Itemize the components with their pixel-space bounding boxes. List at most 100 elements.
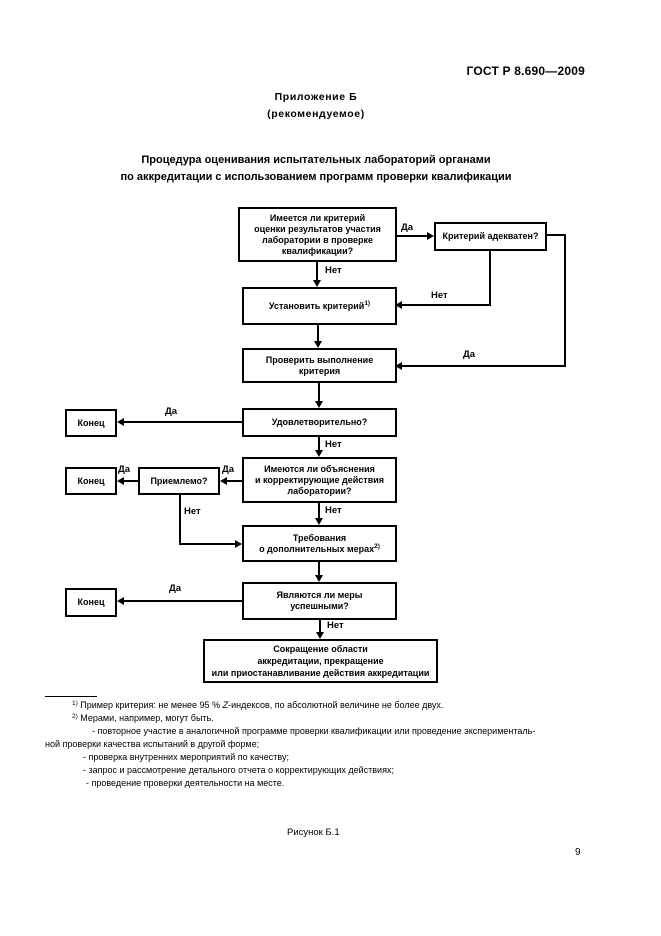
arrowhead (314, 341, 322, 348)
flow-box-measures-successful: Являются ли меры успешными? (242, 582, 397, 620)
connector-down-1 (316, 262, 318, 281)
flow-box-check-fulfillment: Проверить выполнение критерия (242, 348, 397, 383)
footnote-2-item: ной проверки качества испытаний в другой… (45, 739, 260, 749)
connector-adequate-no-vert (489, 250, 491, 306)
box-text: о дополнительных мерах (259, 543, 375, 554)
footnote-2-item: - повторное участие в аналогичной програ… (92, 726, 536, 736)
arrowhead (313, 280, 321, 287)
connector-down-6 (318, 562, 320, 576)
connector-explanations-yes (227, 480, 242, 482)
arrowhead (117, 477, 124, 485)
flow-box-end-1: Конец (65, 409, 117, 437)
arrowhead (315, 450, 323, 457)
arrowhead (117, 418, 124, 426)
footnote-2-item: - запрос и рассмотрение детального отчет… (83, 765, 394, 775)
appendix-note: (рекомендуемое) (267, 108, 365, 120)
flow-box-accreditation-actions: Сокращение области аккредитации, прекращ… (203, 639, 438, 683)
footnote-ref-2: 2) (374, 542, 380, 550)
footnote-1-z: Z (222, 700, 229, 710)
box-text-line: оценки результатов участия (254, 223, 381, 234)
box-text-line: и корректирующие действия (254, 474, 385, 485)
flow-box-end-3: Конец (65, 588, 117, 617)
edge-label-no: Нет (325, 265, 342, 276)
connector-acceptable-no-horiz (179, 543, 235, 545)
flow-box-additional-measures: Требования о дополнительных мерах2) (242, 525, 397, 562)
edge-label-yes: Да (118, 464, 131, 475)
box-text-line: о дополнительных мерах2) (259, 542, 380, 555)
flow-box-end-2: Конец (65, 467, 117, 495)
flow-box-has-criterion: Имеется ли критерий оценки результатов у… (238, 207, 397, 262)
flow-box-establish-criterion: Установить критерий1) (242, 287, 397, 325)
flow-box-acceptable: Приемлемо? (138, 467, 220, 495)
box-text: Установить критерий (268, 300, 365, 311)
connector-down-3 (318, 383, 320, 402)
box-text-line: Конец (77, 597, 105, 607)
box-text-line: Имеются ли объяснения (264, 463, 375, 474)
box-text-line: Приемлемо? (150, 475, 208, 486)
edge-label-no: Нет (184, 506, 201, 517)
box-text-line: или приостанавливание действия аккредита… (211, 668, 430, 678)
figure-title-line2: по аккредитации с использованием програм… (120, 171, 512, 183)
connector-adequate-no-horiz (402, 304, 491, 306)
edge-label-yes: Да (169, 583, 182, 594)
footnote-2-text: Мерами, например, могут быть. (80, 713, 214, 723)
box-text-line: Конец (77, 417, 105, 428)
edge-label-yes: Да (401, 222, 414, 233)
box-text-line: Являются ли меры (276, 590, 363, 600)
arrowhead (220, 477, 227, 485)
connector-down-2 (317, 325, 319, 342)
box-text-line: Критерий адекватен? (442, 231, 539, 241)
edge-label-yes: Да (222, 464, 235, 475)
arrowhead (315, 401, 323, 408)
box-text-line: Проверить выполнение (265, 354, 374, 365)
footnote-2: 2) Мерами, например, могут быть. (45, 712, 623, 725)
flow-box-has-explanations: Имеются ли объяснения и корректирующие д… (242, 457, 397, 503)
connector-satisfactory-yes (124, 421, 242, 423)
connector-down-7 (319, 620, 321, 633)
connector-down-5 (318, 503, 320, 519)
figure-title-line1: Процедура оценивания испытательных лабор… (141, 154, 491, 166)
edge-label-yes: Да (463, 349, 476, 360)
appendix-title: Приложение Б (274, 91, 358, 103)
box-text-line: Сокращение области (273, 644, 368, 654)
edge-label-no: Нет (325, 505, 342, 516)
edge-label-no: Нет (431, 290, 448, 301)
footnote-1-marker: 1) (72, 700, 78, 707)
box-text-line: Требования (292, 532, 347, 543)
connector-acceptable-yes (124, 480, 138, 482)
box-text-line: лаборатории в проверке (261, 234, 374, 245)
box-text-line: успешными? (290, 601, 349, 611)
connector-down-4 (318, 437, 320, 451)
arrowhead (395, 301, 402, 309)
arrowhead (315, 518, 323, 525)
connector-adequate-yes-horiz (402, 365, 564, 367)
doc-number: ГОСТ Р 8.690—2009 (466, 64, 585, 78)
edge-label-no: Нет (327, 620, 344, 631)
arrowhead (235, 540, 242, 548)
connector-adequate-yes-vert (564, 234, 566, 367)
footnote-2-item: - проведение проверки деятельности на ме… (86, 778, 285, 788)
footnote-ref-1: 1) (364, 299, 371, 307)
flow-box-satisfactory: Удовлетворительно? (242, 408, 397, 437)
connector-acceptable-no-vert (179, 495, 181, 545)
edge-label-no: Нет (325, 439, 342, 450)
connector-successful-yes (124, 600, 242, 602)
box-text-line: Установить критерий1) (268, 299, 371, 312)
box-text-line: лаборатории? (287, 485, 352, 496)
figure-title: Процедура оценивания испытательных лабор… (0, 152, 632, 186)
box-text-line: Удовлетворительно? (271, 417, 368, 427)
figure-caption: Рисунок Б.1 (287, 827, 340, 838)
page-number: 9 (575, 847, 581, 858)
flow-box-criterion-adequate: Критерий адекватен? (434, 222, 547, 251)
connector-adequate-yes-top (547, 234, 566, 236)
footnote-1-text: Пример критерия: не менее 95 % (80, 700, 223, 710)
footnote-rule (45, 696, 97, 697)
arrowhead (315, 575, 323, 582)
arrowhead (395, 362, 402, 370)
footnote-1-text: -индексов, по абсолютной величине не бол… (228, 700, 444, 710)
box-text-line: Имеется ли критерий (269, 212, 366, 223)
arrowhead (427, 232, 434, 240)
footnote-1: 1) Пример критерия: не менее 95 % Z-инде… (45, 699, 623, 712)
box-text-line: Конец (77, 475, 105, 486)
box-text-line: аккредитации, прекращение (257, 656, 384, 666)
